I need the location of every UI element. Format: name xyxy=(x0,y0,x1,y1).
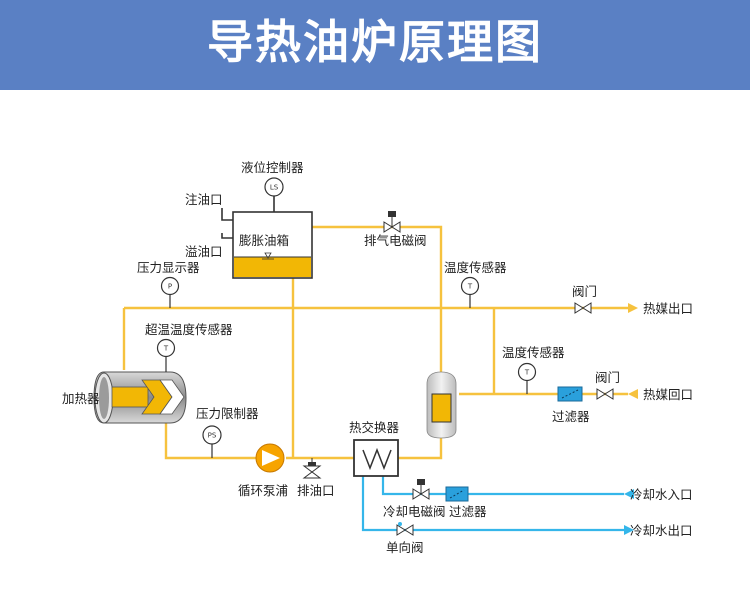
label-return-inlet: 热媒回口 xyxy=(643,387,693,402)
pipe-heater-bottom xyxy=(164,420,258,460)
label-check-valve: 单向阀 xyxy=(386,540,424,555)
outlet-valve[interactable] xyxy=(574,302,592,314)
label-pressure-limiter: 压力限制器 xyxy=(196,406,259,421)
label-over-temp: 超温温度传感器 xyxy=(145,322,233,337)
water-piping xyxy=(361,476,624,532)
label-heater: 加热器 xyxy=(62,391,100,406)
cooling-out-arrow xyxy=(624,525,634,535)
label-cooling-outlet: 冷却水出口 xyxy=(630,523,693,538)
filters xyxy=(445,386,583,502)
label-overflow-port: 溢油口 xyxy=(185,244,223,259)
expansion-tank: 膨胀油箱 xyxy=(232,211,313,279)
pipe-tank-to-exhaust xyxy=(312,225,443,372)
title-banner: 导热油炉原理图 xyxy=(0,0,750,90)
circulation-pump xyxy=(255,443,285,473)
fill-port-pipe xyxy=(221,208,233,221)
pressure-switch-symbol: PS xyxy=(208,432,217,440)
label-pump: 循环泵浦 xyxy=(238,483,288,498)
label-drain: 排油口 xyxy=(297,483,335,498)
temp-sensor-return-gauge: T xyxy=(517,362,537,394)
labels: 液位控制器 注油口 溢油口 排气电磁阀 压力显示器 温度传感器 阀门 热媒出口 … xyxy=(62,160,693,555)
cooling-solenoid-valve xyxy=(412,479,430,500)
label-cooling-filter: 过滤器 xyxy=(449,504,487,519)
pipe-cooling-in xyxy=(381,476,624,496)
page-title: 导热油炉原理图 xyxy=(207,15,543,69)
label-heat-exchanger: 热交换器 xyxy=(349,420,400,435)
label-valve-out: 阀门 xyxy=(572,284,597,299)
pressure-symbol: P xyxy=(168,283,172,291)
temp-sensor-main-gauge: T xyxy=(460,276,480,308)
pressure-switch-gauge: PS xyxy=(202,425,222,458)
outlet-arrow xyxy=(628,303,638,313)
label-cooling-valve: 冷却电磁阀 xyxy=(383,504,446,519)
return-arrow xyxy=(628,389,638,399)
pipe-cooling-out xyxy=(361,476,624,532)
air-separator-tank xyxy=(426,371,457,439)
label-temp-sensor-return: 温度传感器 xyxy=(502,345,565,360)
label-outlet: 热媒出口 xyxy=(643,301,693,316)
temp-main-symbol: T xyxy=(467,283,473,291)
expansion-tank-label: 膨胀油箱 xyxy=(239,233,289,248)
return-valve[interactable] xyxy=(596,388,614,400)
drain-valve[interactable] xyxy=(302,458,322,479)
heat-exchanger xyxy=(353,439,399,477)
heater xyxy=(93,371,187,424)
label-level-controller: 液位控制器 xyxy=(241,160,304,175)
label-valve-return: 阀门 xyxy=(595,370,620,385)
check-valve xyxy=(396,522,414,536)
flow-arrows xyxy=(624,303,638,535)
instruments: LS P T T T PS xyxy=(156,177,537,458)
pipe-exchanger-right xyxy=(398,438,443,460)
label-temp-sensor-main: 温度传感器 xyxy=(444,260,507,275)
level-controller-gauge: LS xyxy=(264,177,284,197)
level-symbol: LS xyxy=(270,184,279,192)
return-filter xyxy=(557,386,583,402)
temp-return-symbol: T xyxy=(524,369,530,377)
label-pressure-display: 压力显示器 xyxy=(137,260,200,275)
over-temp-gauge: T xyxy=(156,338,176,372)
cooling-in-arrow xyxy=(624,489,634,499)
label-exhaust-valve: 排气电磁阀 xyxy=(364,233,427,248)
over-temp-symbol: T xyxy=(163,345,169,353)
label-fill-port: 注油口 xyxy=(185,192,223,207)
pressure-display-gauge: P xyxy=(160,276,180,308)
label-return-filter: 过滤器 xyxy=(552,409,590,424)
valves xyxy=(302,211,614,536)
label-cooling-inlet: 冷却水入口 xyxy=(630,487,693,502)
tank-nozzles xyxy=(221,196,275,239)
exhaust-solenoid-valve xyxy=(383,211,401,233)
overflow-port-pipe xyxy=(221,233,233,239)
cooling-filter xyxy=(445,486,469,502)
